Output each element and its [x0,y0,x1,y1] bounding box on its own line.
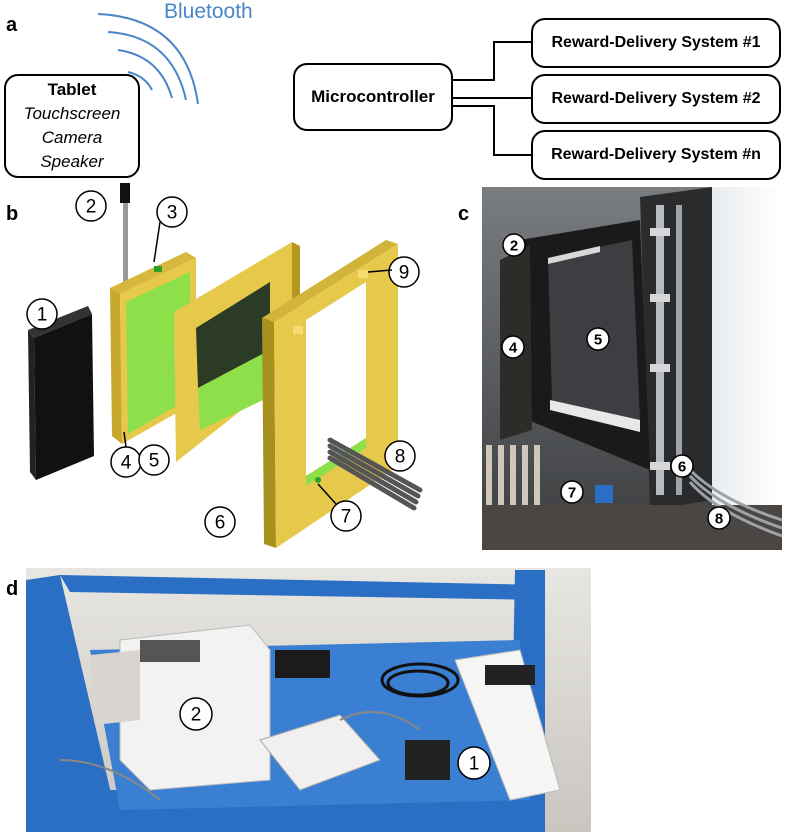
panel-label-d: d [6,578,19,600]
tablet-shape [28,306,94,480]
callout-b-9 [388,256,420,288]
reward-system-n-label: Reward-Delivery System #n [551,146,761,163]
bluetooth-wave-3 [107,31,187,101]
callout-b-9-label: 9 [399,263,410,284]
callout-b-6 [204,506,236,538]
callout-c-6 [670,454,694,478]
callout-b-5-label: 5 [149,451,160,472]
tablet-feature-camera: Camera [41,128,103,147]
reward-system-n-box: Reward-Delivery System #n [531,130,781,180]
callout-b-2-label: 2 [86,197,97,218]
panel-label-b: b [6,203,19,225]
callout-c-6-label: 6 [678,459,686,476]
callout-c-5 [586,327,610,351]
microcontroller-label: Microcontroller [311,87,435,106]
tablet-feature-speaker: Speaker [40,152,104,171]
callout-b-7-label: 7 [341,507,352,528]
callout-c-7-label: 7 [568,485,576,502]
reward-system-2-label: Reward-Delivery System #2 [551,90,761,107]
callout-d-2 [179,697,213,731]
mount-rod [120,183,130,288]
bluetooth-label: Bluetooth [164,0,253,23]
callout-c-8 [707,506,731,530]
callout-b-1 [26,298,58,330]
connector-lines [452,41,531,156]
panel-label-a: a [6,14,18,36]
reward-system-1-label: Reward-Delivery System #1 [551,34,761,51]
reward-system-1-box: Reward-Delivery System #1 [531,18,781,68]
callout-d-2-label: 2 [191,705,202,726]
bluetooth-wave-1 [127,71,153,91]
connector-line-3 [452,105,531,156]
callout-b-3 [156,196,188,228]
callout-d-1 [457,746,491,780]
tablet-feature-touchscreen: Touchscreen [23,104,121,123]
reward-system-2-box: Reward-Delivery System #2 [531,74,781,124]
callout-c-2 [502,233,526,257]
connector-line-1 [452,41,531,81]
tablet-title: Tablet [47,80,97,99]
callout-b-4-label: 4 [121,453,132,474]
callout-b-8-label: 8 [395,447,406,468]
bluetooth-wave-2 [117,49,173,99]
middle-frame [174,242,300,462]
callout-b-6-label: 6 [215,513,226,534]
callout-c-8-label: 8 [715,511,723,528]
callout-c-4-label: 4 [509,340,518,357]
callout-b-7 [330,500,362,532]
callout-c-4 [501,335,525,359]
callout-d-1-label: 1 [469,754,480,775]
callout-b-5 [138,444,170,476]
microcontroller-box: Microcontroller [293,63,453,131]
bluetooth-wave-4 [97,13,199,105]
callout-c-2-label: 2 [510,238,518,255]
tablet-box: Tablet Touchscreen Camera Speaker [4,74,140,178]
callout-c-5-label: 5 [594,332,602,349]
callout-b-1-label: 1 [37,305,48,326]
tubes [327,437,423,511]
callout-b-2 [75,190,107,222]
callout-b-8 [384,440,416,472]
callout-b-3-label: 3 [167,203,178,224]
panel-label-c: c [458,203,470,225]
callout-c-7 [560,480,584,504]
